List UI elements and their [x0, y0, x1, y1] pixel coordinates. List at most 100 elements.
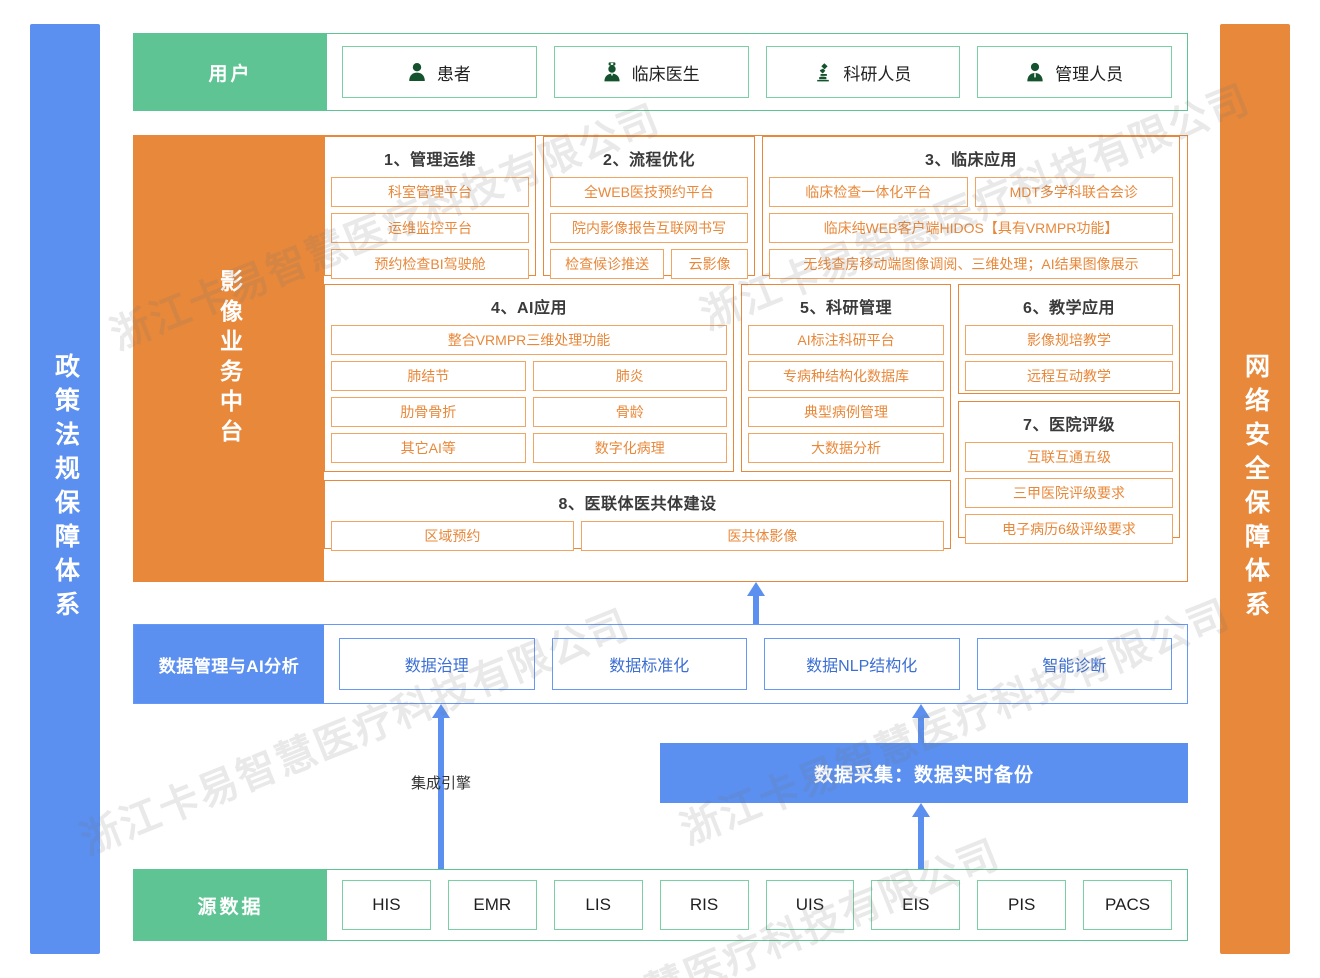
- source-chip-pis[interactable]: PIS: [977, 880, 1067, 930]
- user-chip-label: 科研人员: [843, 64, 912, 84]
- platform-item[interactable]: 整合VRMPR三维处理功能: [331, 325, 727, 355]
- group-row: 其它AI等 数字化病理: [331, 433, 727, 463]
- platform-item[interactable]: 云影像: [671, 249, 748, 279]
- group-row: 大数据分析: [748, 433, 944, 463]
- data-management-items: 数据治理 数据标准化 数据NLP结构化 智能诊断: [324, 625, 1187, 703]
- group-row: 运维监控平台: [331, 213, 529, 243]
- user-chip-label: 临床医生: [631, 64, 700, 84]
- data-collection-label: 数据采集：数据实时备份: [813, 764, 1034, 786]
- group-title: 1、管理运维: [384, 152, 476, 169]
- group-row: 影像规培教学: [965, 325, 1173, 355]
- user-chip-label: 管理人员: [1055, 64, 1124, 84]
- platform-item[interactable]: 院内影像报告互联网书写: [550, 213, 748, 243]
- data-management-chip-standardization[interactable]: 数据标准化: [551, 638, 747, 690]
- group-title: 2、流程优化: [603, 152, 695, 169]
- source-chip-eis[interactable]: EIS: [871, 880, 961, 930]
- source-chip-uis[interactable]: UIS: [765, 880, 855, 930]
- group-row: 远程互动教学: [965, 361, 1173, 391]
- platform-item[interactable]: 肋骨骨折: [331, 397, 526, 427]
- person-icon: [408, 62, 426, 82]
- source-chip-lis[interactable]: LIS: [553, 880, 643, 930]
- group-title: 8、医联体医共体建设: [558, 496, 717, 513]
- source-chip-his[interactable]: HIS: [342, 880, 431, 930]
- user-chip-researcher[interactable]: 科研人员: [765, 46, 961, 98]
- platform-group-hospital-rating: 7、医院评级 互联互通五级 三甲医院评级要求 电子病历6级评级要求: [958, 401, 1180, 544]
- doctor-icon: [603, 62, 621, 82]
- platform-item[interactable]: 临床纯WEB客户端HIDOS【具有VRMPR功能】: [769, 213, 1173, 243]
- user-band: 用户 患者: [133, 33, 1188, 111]
- platform-item[interactable]: 专病种结构化数据库: [748, 361, 944, 391]
- platform-item[interactable]: 影像规培教学: [965, 325, 1173, 355]
- microscope-icon: [814, 62, 832, 82]
- group-row: 典型病例管理: [748, 397, 944, 427]
- platform-item[interactable]: 大数据分析: [748, 433, 944, 463]
- platform-item[interactable]: 三甲医院评级要求: [965, 478, 1173, 508]
- group-row: 专病种结构化数据库: [748, 361, 944, 391]
- group-row: 互联互通五级: [965, 442, 1173, 472]
- data-collection-box: 数据采集：数据实时备份: [660, 743, 1188, 803]
- left-pillar-label: 政策法规保障体系: [51, 353, 80, 625]
- platform-item[interactable]: 骨龄: [532, 397, 727, 427]
- group-title: 4、AI应用: [491, 300, 567, 317]
- platform-item[interactable]: 电子病历6级评级要求: [965, 514, 1173, 544]
- platform-group-process-optimization: 2、流程优化 全WEB医技预约平台 院内影像报告互联网书写 检查候诊推送 云影像: [543, 136, 755, 279]
- group-row: AI标注科研平台: [748, 325, 944, 355]
- platform-group-management-ops: 1、管理运维 科室管理平台 运维监控平台 预约检查BI驾驶舱: [324, 136, 536, 279]
- right-pillar-label: 网络安全保障体系: [1241, 353, 1270, 625]
- group-title: 3、临床应用: [925, 152, 1017, 169]
- imaging-platform-label: 影像业务中台: [216, 268, 243, 449]
- group-row: 院内影像报告互联网书写: [550, 213, 748, 243]
- arrow-source-to-data-left: [431, 704, 451, 869]
- data-management-chip-diagnosis[interactable]: 智能诊断: [976, 638, 1172, 690]
- user-chip-clinician[interactable]: 临床医生: [553, 46, 749, 98]
- arrow-source-to-collection: [911, 803, 931, 869]
- user-chip-patient[interactable]: 患者: [342, 46, 537, 98]
- platform-group-teaching-application: 6、教学应用 影像规培教学 远程互动教学: [958, 284, 1180, 394]
- user-chip-administrator[interactable]: 管理人员: [977, 46, 1172, 98]
- user-chip-label: 患者: [436, 64, 471, 84]
- platform-item[interactable]: 预约检查BI驾驶舱: [331, 249, 529, 279]
- imaging-platform-content: 1、管理运维 科室管理平台 运维监控平台 预约检查BI驾驶舱 2、流程优化 全W…: [324, 136, 1187, 581]
- source-data-items: HIS EMR LIS RIS UIS EIS PIS PACS: [327, 870, 1187, 940]
- group-row: 电子病历6级评级要求: [965, 514, 1173, 544]
- platform-item[interactable]: 检查候诊推送: [550, 249, 665, 279]
- platform-item[interactable]: 区域预约: [331, 521, 574, 551]
- platform-item[interactable]: 科室管理平台: [331, 177, 529, 207]
- group-row: 检查候诊推送 云影像: [550, 249, 748, 279]
- group-row: 三甲医院评级要求: [965, 478, 1173, 508]
- imaging-platform-band: 影像业务中台 1、管理运维 科室管理平台 运维监控平台 预约检查BI驾驶舱 2、…: [133, 135, 1188, 582]
- group-title: 6、教学应用: [1023, 300, 1115, 317]
- platform-item[interactable]: AI标注科研平台: [748, 325, 944, 355]
- platform-item[interactable]: 无线查房移动端图像调阅、三维处理；AI结果图像展示: [769, 249, 1173, 279]
- platform-item[interactable]: 肺炎: [532, 361, 727, 391]
- group-row: 临床纯WEB客户端HIDOS【具有VRMPR功能】: [769, 213, 1173, 243]
- arrow-data-to-platform: [746, 582, 766, 626]
- platform-item[interactable]: 医共体影像: [580, 521, 944, 551]
- platform-item[interactable]: 互联互通五级: [965, 442, 1173, 472]
- platform-item[interactable]: 肺结节: [331, 361, 526, 391]
- platform-item[interactable]: 远程互动教学: [965, 361, 1173, 391]
- platform-item[interactable]: MDT多学科联合会诊: [974, 177, 1173, 207]
- data-management-chip-governance[interactable]: 数据治理: [339, 638, 535, 690]
- data-management-chip-nlp[interactable]: 数据NLP结构化: [764, 638, 960, 690]
- right-pillar-network-security: 网络安全保障体系: [1220, 24, 1290, 954]
- source-chip-pacs[interactable]: PACS: [1083, 880, 1172, 930]
- platform-item[interactable]: 数字化病理: [532, 433, 727, 463]
- arrow-collection-to-data: [911, 704, 931, 745]
- platform-group-ai-application: 4、AI应用 整合VRMPR三维处理功能 肺结节 肺炎 肋骨骨折 骨龄 其它AI…: [324, 284, 734, 472]
- source-chip-ris[interactable]: RIS: [659, 880, 749, 930]
- platform-group-clinical-application: 3、临床应用 临床检查一体化平台 MDT多学科联合会诊 临床纯WEB客户端HID…: [762, 136, 1180, 279]
- platform-item[interactable]: 其它AI等: [331, 433, 526, 463]
- group-row: 整合VRMPR三维处理功能: [331, 325, 727, 355]
- platform-item[interactable]: 全WEB医技预约平台: [550, 177, 748, 207]
- group-title: 7、医院评级: [1023, 417, 1115, 434]
- manager-icon: [1026, 62, 1044, 82]
- group-title: 5、科研管理: [800, 300, 892, 317]
- platform-item[interactable]: 临床检查一体化平台: [769, 177, 968, 207]
- imaging-platform-label-block: 影像业务中台: [134, 136, 324, 581]
- group-row: 肋骨骨折 骨龄: [331, 397, 727, 427]
- source-chip-emr[interactable]: EMR: [447, 880, 537, 930]
- platform-item[interactable]: 运维监控平台: [331, 213, 529, 243]
- platform-item[interactable]: 典型病例管理: [748, 397, 944, 427]
